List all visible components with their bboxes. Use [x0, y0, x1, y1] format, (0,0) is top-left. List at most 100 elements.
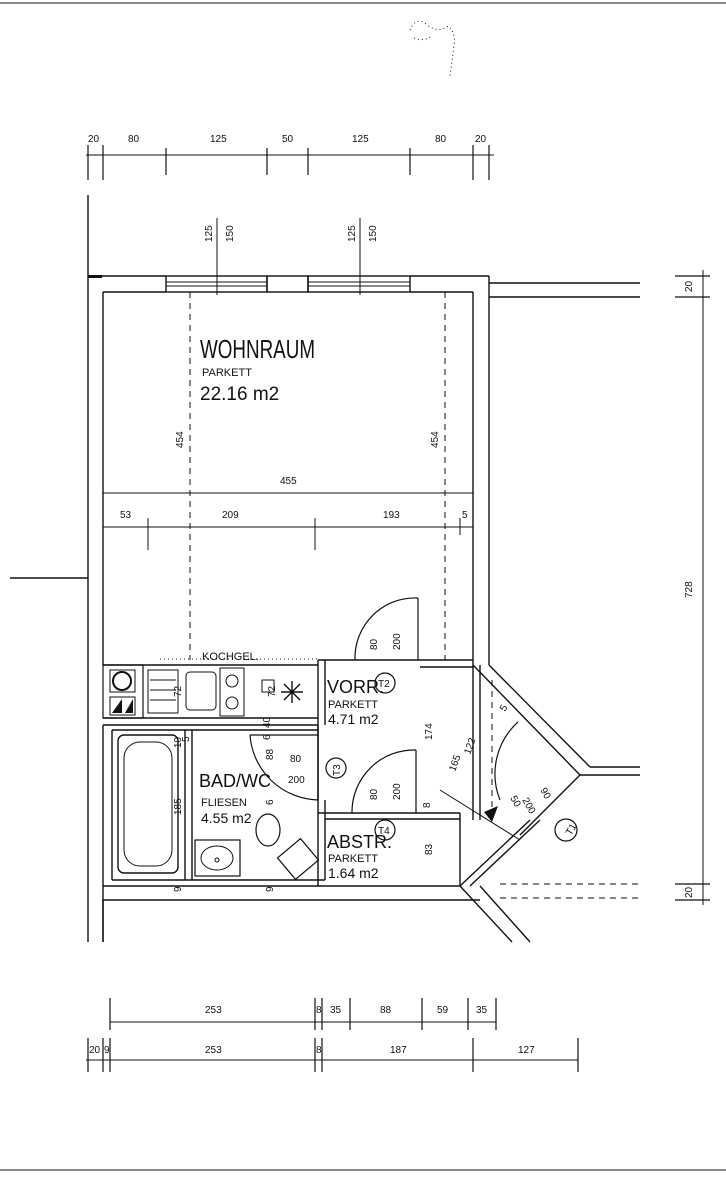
dim-diag-3: 5 — [498, 703, 511, 714]
dim-window-1a: 125 — [204, 225, 215, 242]
dim-kitchen-2: 72 — [267, 685, 278, 697]
walls — [10, 195, 640, 943]
dim-door-t1-h: 200 — [519, 796, 537, 816]
dim-right-3: 20 — [684, 886, 695, 898]
fridge-snowflake-icon — [281, 681, 303, 703]
dim-right-2: 728 — [684, 581, 695, 598]
door-t3-label: T3 — [332, 764, 343, 776]
dim-bath-3: 185 — [173, 798, 184, 815]
dim-door-t1-w: 90 — [537, 786, 552, 802]
door-t3: T3 80 200 — [249, 734, 347, 801]
window-dimensions: 125 150 125 150 — [204, 218, 379, 295]
door-t2: 80 200 — [354, 597, 419, 661]
dim-diag-1: 165 — [447, 753, 463, 773]
room-wohnraum-name: WOHNRAUM — [200, 334, 315, 364]
top-dimension-line: 20 80 125 50 125 80 20 — [86, 134, 494, 180]
room-vorr-name: VORR. — [327, 677, 384, 697]
room-bathroom: BAD/WC FLIESEN 4.55 m2 10 5 185 88 6 9 9 — [117, 734, 320, 892]
dim-row-4: 5 — [462, 510, 468, 521]
dim-bottom1-5: 59 — [437, 1005, 449, 1016]
dim-window-1b: 150 — [225, 225, 236, 242]
dim-bottom2-3: 253 — [205, 1045, 222, 1056]
dim-door-t4-w: 80 — [369, 788, 380, 800]
dim-kitchen-4: 40 — [262, 716, 273, 728]
dim-abstr-1: 83 — [424, 843, 435, 855]
room-bad-area: 4.55 m2 — [201, 810, 252, 826]
dim-door-t4-h: 200 — [392, 783, 403, 800]
room-vorraum: VORR. PARKETT 4.71 m2 T2 174 — [327, 672, 435, 740]
door-t4-marker — [374, 819, 396, 841]
dim-bottom1-3: 35 — [330, 1005, 342, 1016]
switch-circle-icon — [112, 671, 132, 691]
room-bad-name: BAD/WC — [199, 771, 271, 791]
dim-vorr-1: 174 — [424, 723, 435, 740]
dim-top-5: 125 — [352, 134, 369, 145]
dim-row-3: 193 — [383, 510, 400, 521]
bathtub-icon — [117, 734, 179, 874]
dim-height-right: 454 — [430, 431, 441, 448]
dim-top-3: 125 — [210, 134, 227, 145]
dim-bottom2-6: 127 — [518, 1045, 535, 1056]
bottom-dimension-line-1: 253 8 35 88 59 35 — [109, 998, 497, 1030]
dim-kitchen-1: 72 — [173, 685, 184, 697]
door-t1: T1 90 50 200 165 122 5 8 — [422, 680, 580, 842]
door-t4-label: T4 — [378, 826, 390, 837]
dim-bottom1-6: 35 — [476, 1005, 488, 1016]
room-vorr-floor: PARKETT — [328, 699, 378, 711]
dim-bath-5: 6 — [265, 799, 276, 805]
dim-door-t2-h: 200 — [392, 633, 403, 650]
dim-bath-4: 88 — [265, 748, 276, 760]
dim-door-t2-w: 80 — [369, 638, 380, 650]
wohnraum-dimensions: 454 454 455 53 209 193 5 — [102, 431, 474, 550]
stove-icon — [225, 674, 239, 688]
room-abstr-area: 1.64 m2 — [328, 865, 379, 881]
door-t1-label: T1 — [564, 822, 580, 838]
toilet-icon — [255, 813, 320, 881]
dim-bath-6: 9 — [173, 886, 184, 892]
door-t3-marker — [325, 757, 347, 779]
dim-row-2: 209 — [222, 510, 239, 521]
room-wohnraum: WOHNRAUM PARKETT 22.16 m2 — [200, 334, 315, 405]
washbasin-icon — [194, 839, 241, 877]
dim-diag-2: 122 — [462, 736, 478, 756]
dim-bottom1-2: 8 — [316, 1005, 322, 1016]
dim-top-4: 50 — [282, 134, 294, 145]
door-t2-label: T2 — [378, 679, 390, 690]
dim-top-2: 80 — [128, 134, 140, 145]
dim-kitchen-3: 6 — [262, 734, 273, 740]
room-kochgel-name: KOCHGEL. — [202, 651, 259, 663]
dim-top-1: 20 — [88, 134, 100, 145]
room-bad-floor: FLIESEN — [201, 797, 247, 809]
door-t2-marker — [374, 672, 396, 694]
dim-bottom1-1: 253 — [205, 1005, 222, 1016]
dim-diag-4: 8 — [422, 802, 433, 808]
dim-top-6: 80 — [435, 134, 447, 145]
entrance-arrow-icon — [484, 806, 498, 822]
dim-bottom1-4: 88 — [380, 1005, 392, 1016]
room-abstellraum: ABSTR. PARKETT 1.64 m2 T4 83 — [327, 819, 435, 881]
dim-bottom2-2: 9 — [104, 1045, 110, 1056]
kitchenette: KOCHGEL. 72 72 6 40 — [102, 651, 318, 740]
bottom-dimension-line-2: 20 9 253 8 187 127 — [86, 1038, 579, 1072]
dim-bottom2-4: 8 — [316, 1045, 322, 1056]
dim-bottom2-1: 20 — [89, 1045, 101, 1056]
dim-bath-2: 5 — [181, 736, 192, 742]
stamp-mark — [409, 20, 455, 77]
dim-window-2a: 125 — [347, 225, 358, 242]
dim-door-t3-w: 80 — [290, 754, 302, 765]
dim-door-t3-h: 200 — [288, 775, 305, 786]
dim-bath-1: 10 — [173, 736, 184, 748]
dim-door-t1-a: 50 — [507, 794, 522, 810]
dim-bottom2-5: 187 — [390, 1045, 407, 1056]
dim-bath-7: 9 — [265, 886, 276, 892]
dim-top-7: 20 — [475, 134, 487, 145]
sink-icon — [185, 671, 217, 711]
right-dimension-line: 20 728 20 — [675, 270, 710, 905]
meter-icon — [112, 699, 122, 713]
door-t4: 80 200 — [351, 749, 417, 814]
door-t1-marker — [554, 818, 578, 842]
room-wohnraum-area: 22.16 m2 — [200, 384, 279, 405]
dim-width: 455 — [280, 476, 297, 487]
dim-row-1: 53 — [120, 510, 132, 521]
